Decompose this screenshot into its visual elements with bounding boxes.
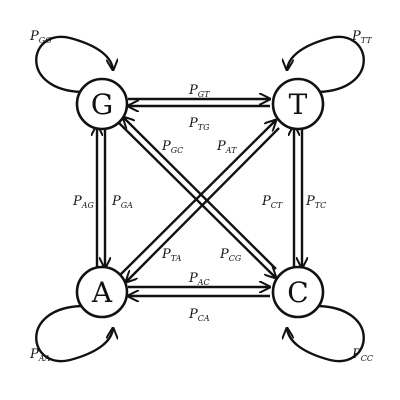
node-t-label: T	[289, 88, 308, 121]
node-a-circle	[75, 265, 129, 319]
edge-c-to-g	[123, 117, 277, 270]
label-p-ac: PAC	[188, 271, 210, 287]
node-c-label: C	[287, 276, 308, 309]
node-g-circle	[75, 77, 129, 131]
label-p-ta: PTA	[161, 247, 182, 263]
label-p-cc: PCC	[351, 347, 373, 363]
label-p-gt: PGT	[188, 83, 210, 99]
loop-tt	[287, 35, 365, 94]
edge-a-to-t	[118, 120, 276, 277]
edge-g-to-c	[118, 122, 276, 278]
node-a-label: A	[91, 276, 113, 309]
node-t: T	[271, 77, 325, 131]
label-p-aa: PAA	[29, 347, 51, 363]
node-g-label: G	[91, 88, 113, 121]
label-p-at: PAT	[216, 139, 237, 155]
label-p-tc: PTC	[305, 194, 326, 210]
label-p-ca: PCA	[188, 307, 210, 323]
node-c: C	[271, 265, 325, 319]
loop-gg	[35, 35, 113, 94]
node-c-circle	[271, 265, 325, 319]
loop-aa	[35, 304, 113, 363]
label-p-tg: PTG	[188, 116, 210, 132]
label-p-ga: PGA	[111, 194, 133, 210]
loop-cc	[287, 304, 365, 363]
label-p-gg: PGG	[29, 29, 52, 45]
self-loops	[35, 35, 365, 363]
label-p-ag: PAG	[72, 194, 95, 210]
edge-t-to-a	[126, 127, 280, 282]
node-a: A	[75, 265, 129, 319]
label-p-ct: PCT	[261, 194, 283, 210]
label-p-cg: PCG	[219, 247, 242, 263]
node-g: G	[75, 77, 129, 131]
edges	[97, 99, 302, 296]
edge-labels: PGG PTT PAA PCC PGT PTG PGC PAT PAG PGA …	[29, 29, 373, 363]
label-p-tt: PTT	[351, 29, 372, 45]
label-p-gc: PGC	[161, 139, 183, 155]
node-t-circle	[271, 77, 325, 131]
